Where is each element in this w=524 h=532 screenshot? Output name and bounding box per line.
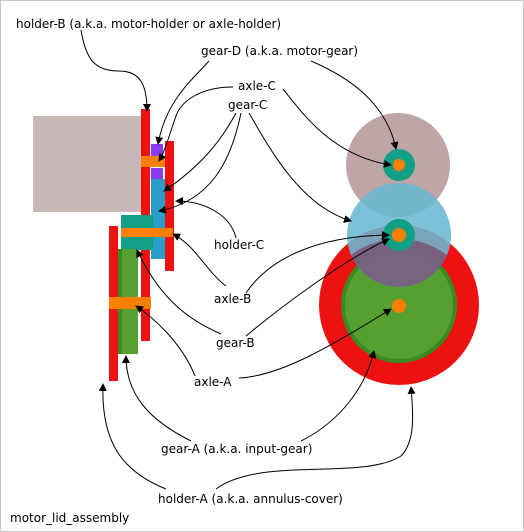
arrow-gear-a-side [122,355,192,442]
arrow-holder-a-side [98,383,167,490]
axle-a-bar [109,297,151,309]
caption: motor_lid_assembly [10,511,129,525]
gear-c-bar [151,179,165,259]
arrow-axle-b-side [172,233,227,287]
arrow-holder-c [175,197,237,239]
axle-c-dot [393,159,405,171]
label-gear-d: gear-D (a.k.a. motor-gear) [201,44,358,58]
arrow-gear-c-side2 [158,112,242,214]
axle-b-bar [121,228,173,237]
label-axle-a: axle-A [194,375,232,389]
arrow-gear-c-side1 [163,112,237,192]
arrow-axle-c-side [158,86,234,162]
callout-arrows [80,29,416,490]
label-holder-c: holder-C [214,238,264,252]
front-view [319,113,479,385]
axle-a-dot [392,299,406,313]
label-holder-b: holder-B (a.k.a. motor-holder or axle-ho… [16,17,281,31]
arrow-holder-b [80,29,151,112]
arrow-gear-c-front [248,112,352,223]
axle-b-dot [392,228,406,242]
arrow-axle-c-front [282,88,392,168]
side-view [33,109,174,381]
arrow-gear-b-side [136,249,222,335]
overlap-region [351,238,447,287]
arrow-gear-b-front [245,238,390,337]
label-gear-a: gear-A (a.k.a. input-gear) [161,442,312,456]
axle-c-bar [141,156,165,167]
arrow-axle-a-side [135,305,196,377]
arrow-gear-d [155,60,210,145]
holder-c-plate [165,141,174,271]
arrow-axle-a-front [238,308,392,379]
gear-d-upper [151,144,163,156]
arrow-holder-a-front [215,386,416,490]
label-axle-b: axle-B [214,292,251,306]
label-gear-c: gear-C [228,98,267,112]
motor-body [33,116,143,212]
arrow-axle-b-front [245,231,390,294]
arrow-gear-a-front [300,350,377,442]
gear-d-lower [151,168,163,180]
label-holder-a: holder-A (a.k.a. annulus-cover) [158,492,343,506]
arrow-gear-d-front [310,60,399,150]
label-axle-c: axle-C [238,79,276,93]
labels: holder-B (a.k.a. motor-holder or axle-ho… [10,17,358,525]
label-gear-b: gear-B [216,336,255,350]
